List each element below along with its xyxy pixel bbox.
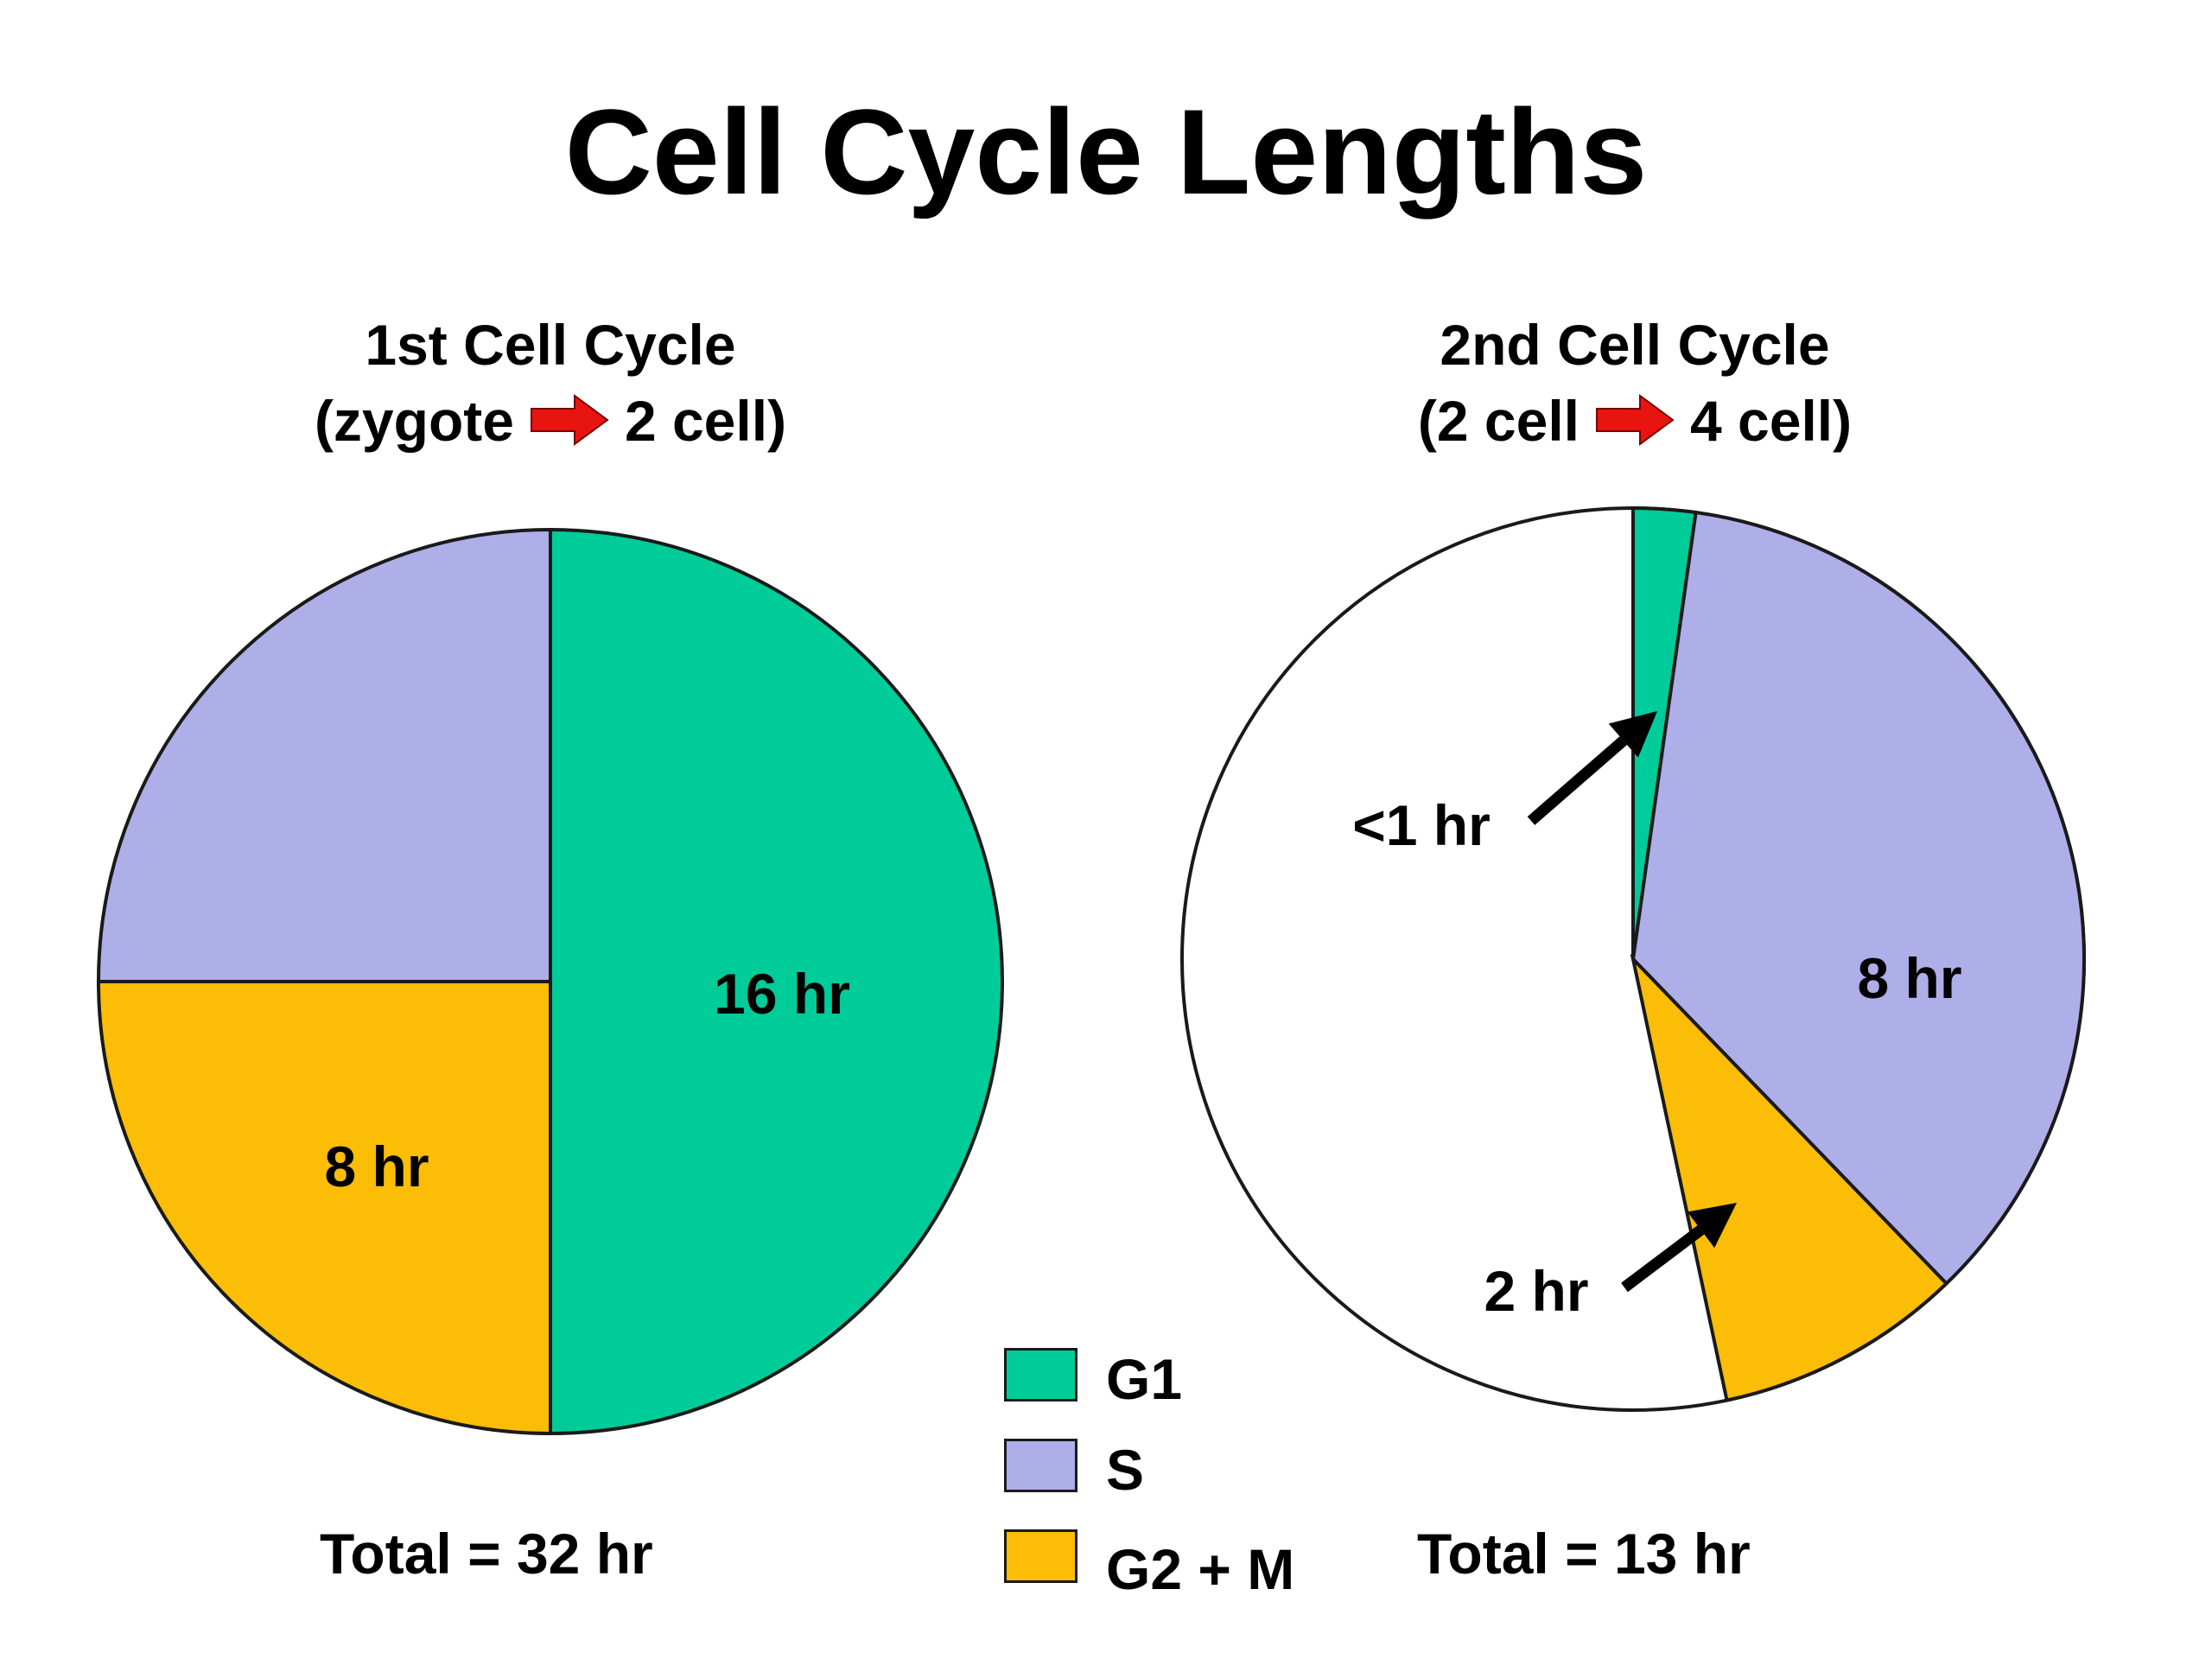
pointer-arrow-g2m-head [1687,1203,1737,1249]
legend-item-g1: G1 [1004,1347,1367,1426]
subtitle-second-from: (2 cell [1417,389,1580,453]
subtitle-first-from: (zygote [314,389,514,453]
pie1-slice-s [96,527,552,983]
subtitle-second-to: 4 cell) [1690,389,1853,453]
pie-second-cycle: <1 hr 8 hr 2 hr [1180,505,2086,1412]
right-arrow-icon [1595,388,1675,464]
legend-item-g2m: G2 + M [1004,1529,1367,1607]
subtitle-second-line1: 2nd Cell Cycle [1440,313,1830,377]
legend-label-s: S [1106,1438,1145,1502]
legend-swatch-g2m [1004,1529,1077,1583]
subtitle-second-line2: (2 cell 4 cell) [1203,383,2067,464]
subtitle-second-cycle: 2nd Cell Cycle (2 cell 4 cell) [1203,307,2067,464]
pie2-slice-label: 8 hr [1857,946,1961,1010]
legend-label-g1: G1 [1106,1347,1183,1411]
pointer-arrow-g1-head [1608,711,1657,758]
legend-label-g2m: G2 + M [1106,1537,1295,1601]
legend-item-s: S [1004,1438,1367,1516]
total-first-cycle: Total = 32 hr [320,1522,653,1586]
legend-swatch-s [1004,1439,1077,1492]
pie2-slice-g2m [1630,953,1949,1402]
pointer-arrow-g2m-shaft [1621,1225,1705,1293]
legend-swatch-g1 [1004,1348,1077,1402]
pie2-slice-label: 2 hr [1484,1259,1588,1323]
subtitle-first-line1: 1st Cell Cycle [365,313,736,377]
pie1-slice-label: 8 hr [324,1135,429,1198]
total-second-cycle: Total = 13 hr [1417,1522,1751,1586]
pie2-slice-s [1630,510,2086,1287]
pie-first-cycle: 16 hr8 hr8 hr [96,527,1004,1436]
pie1-slice-g2m [96,980,552,1436]
subtitle-first-line2: (zygote 2 cell) [118,383,982,464]
subtitle-first-to: 2 cell) [624,389,787,453]
pointer-arrow-g1-shaft [1527,736,1628,825]
pie1-slice-g1 [549,527,1004,1436]
right-arrow-icon [530,388,609,464]
subtitle-first-cycle: 1st Cell Cycle (zygote 2 cell) [118,307,982,464]
chart-title: Cell Cycle Lengths [564,84,1648,219]
pie2-slice-label: <1 hr [1352,793,1491,857]
pie1-slice-label: 16 hr [714,962,850,1026]
